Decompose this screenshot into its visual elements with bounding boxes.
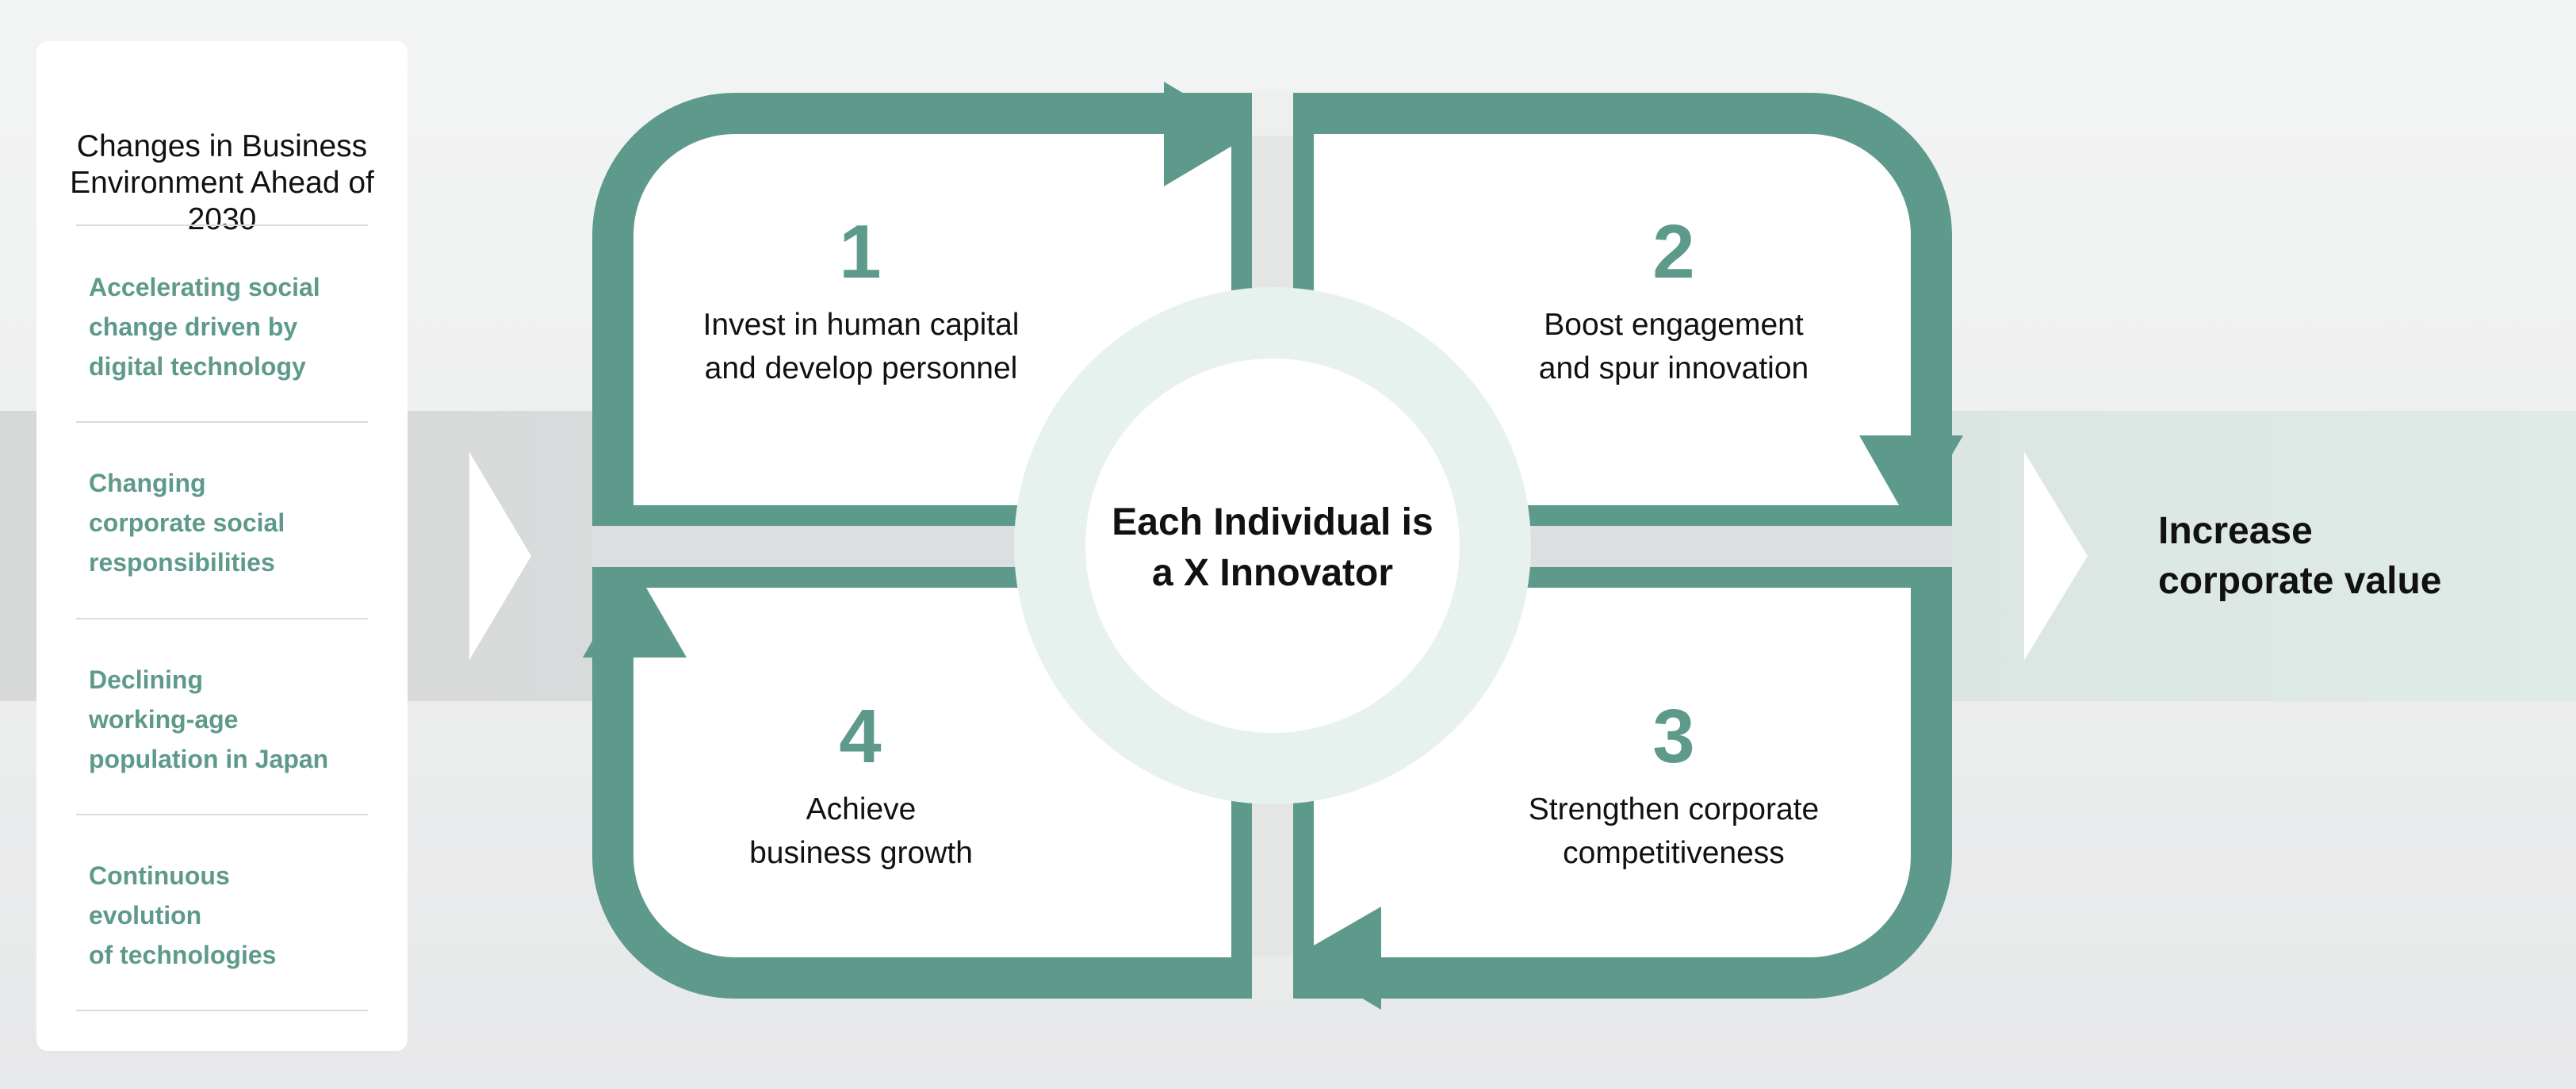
panel-item-working-age-population: Declining working-age population in Japa… <box>89 665 329 773</box>
arrow-right-top-icon <box>1164 82 1252 186</box>
arrow-left-bottom-icon <box>1293 907 1381 1010</box>
panel-title: Changes in Business Environment Ahead of… <box>70 129 374 236</box>
step-3-label: Strengthen corporate competitiveness <box>1528 792 1820 870</box>
center-label: Each Individual is a X Innovator <box>1112 501 1433 594</box>
business-environment-panel: Changes in Business Environment Ahead of… <box>36 41 408 1051</box>
gap-bottom <box>1252 956 1293 1000</box>
step-4-number: 4 <box>839 694 882 779</box>
arrow-up-left-icon <box>583 567 687 658</box>
panel-divider <box>76 224 368 226</box>
arrow-down-right-icon <box>1859 435 1963 526</box>
step-2-label: Boost engagement and spur innovation <box>1538 308 1809 385</box>
outcome-label: Increase corporate value <box>2158 510 2442 602</box>
panel-item-digital-change: Accelerating social change driven by dig… <box>89 273 320 381</box>
band-input-arrow-icon <box>469 452 531 660</box>
gap-right-upper <box>1910 526 1953 567</box>
panel-item-technology-evolution: Continuous evolution of technologies <box>89 861 277 969</box>
step-1-number: 1 <box>839 209 882 294</box>
panel-divider <box>76 421 368 423</box>
gap-top <box>1252 91 1293 136</box>
panel-divider <box>76 814 368 815</box>
step-2-number: 2 <box>1652 209 1695 294</box>
panel-divider <box>76 1010 368 1011</box>
panel-item-social-responsibilities: Changing corporate social responsibiliti… <box>89 469 285 577</box>
step-4-label: Achieve business growth <box>749 792 973 870</box>
center-disc <box>1085 359 1460 733</box>
gap-left-lower <box>591 526 634 567</box>
step-3-number: 3 <box>1652 694 1695 779</box>
panel-divider <box>76 618 368 619</box>
band-output-arrow-icon <box>2024 452 2088 660</box>
step-1-label: Invest in human capital and develop pers… <box>702 308 1020 385</box>
